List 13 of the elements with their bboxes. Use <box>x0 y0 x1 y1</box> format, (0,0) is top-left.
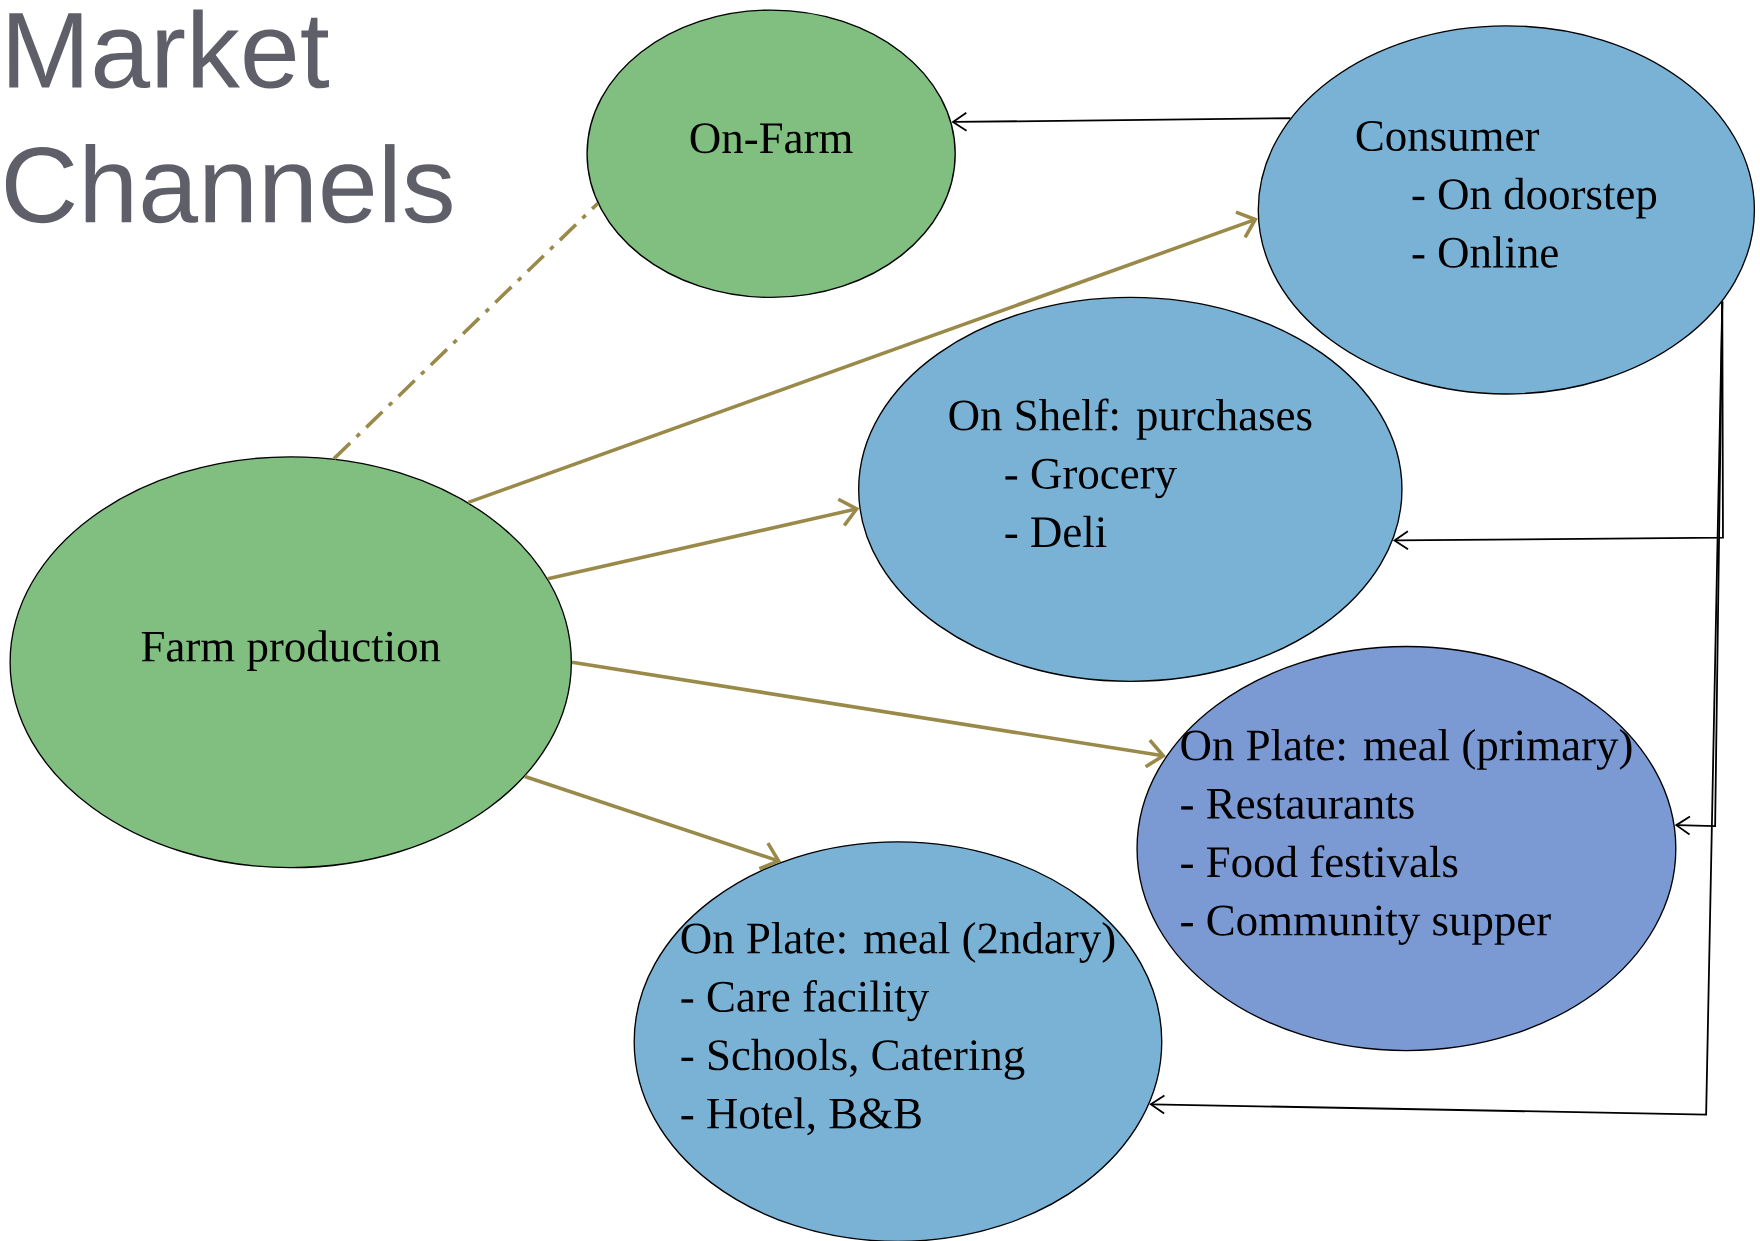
ellipse-node: On Plate: meal (primary) - Restaurants - Food festivals - Community supper <box>1136 645 1677 1052</box>
title: Market Channels <box>5 9 452 224</box>
arrow <box>467 210 1258 504</box>
arrow <box>951 111 1292 132</box>
ellipse-node: On Plate: meal (2ndary) - Care facility - Schools, Catering - Hotel, B&B <box>633 840 1163 1241</box>
ellipse-node: On Shelf: purchases - Grocery - Deli <box>858 296 1403 682</box>
arrow <box>524 774 782 871</box>
arrow <box>571 660 1166 768</box>
ellipse-node: Farm production <box>9 455 572 869</box>
ellipse-node: On-Farm <box>586 9 956 298</box>
arrow <box>1149 300 1724 1116</box>
ellipse-node: Consumer - On doorstep - Online <box>1257 24 1756 395</box>
arrow <box>547 497 860 581</box>
